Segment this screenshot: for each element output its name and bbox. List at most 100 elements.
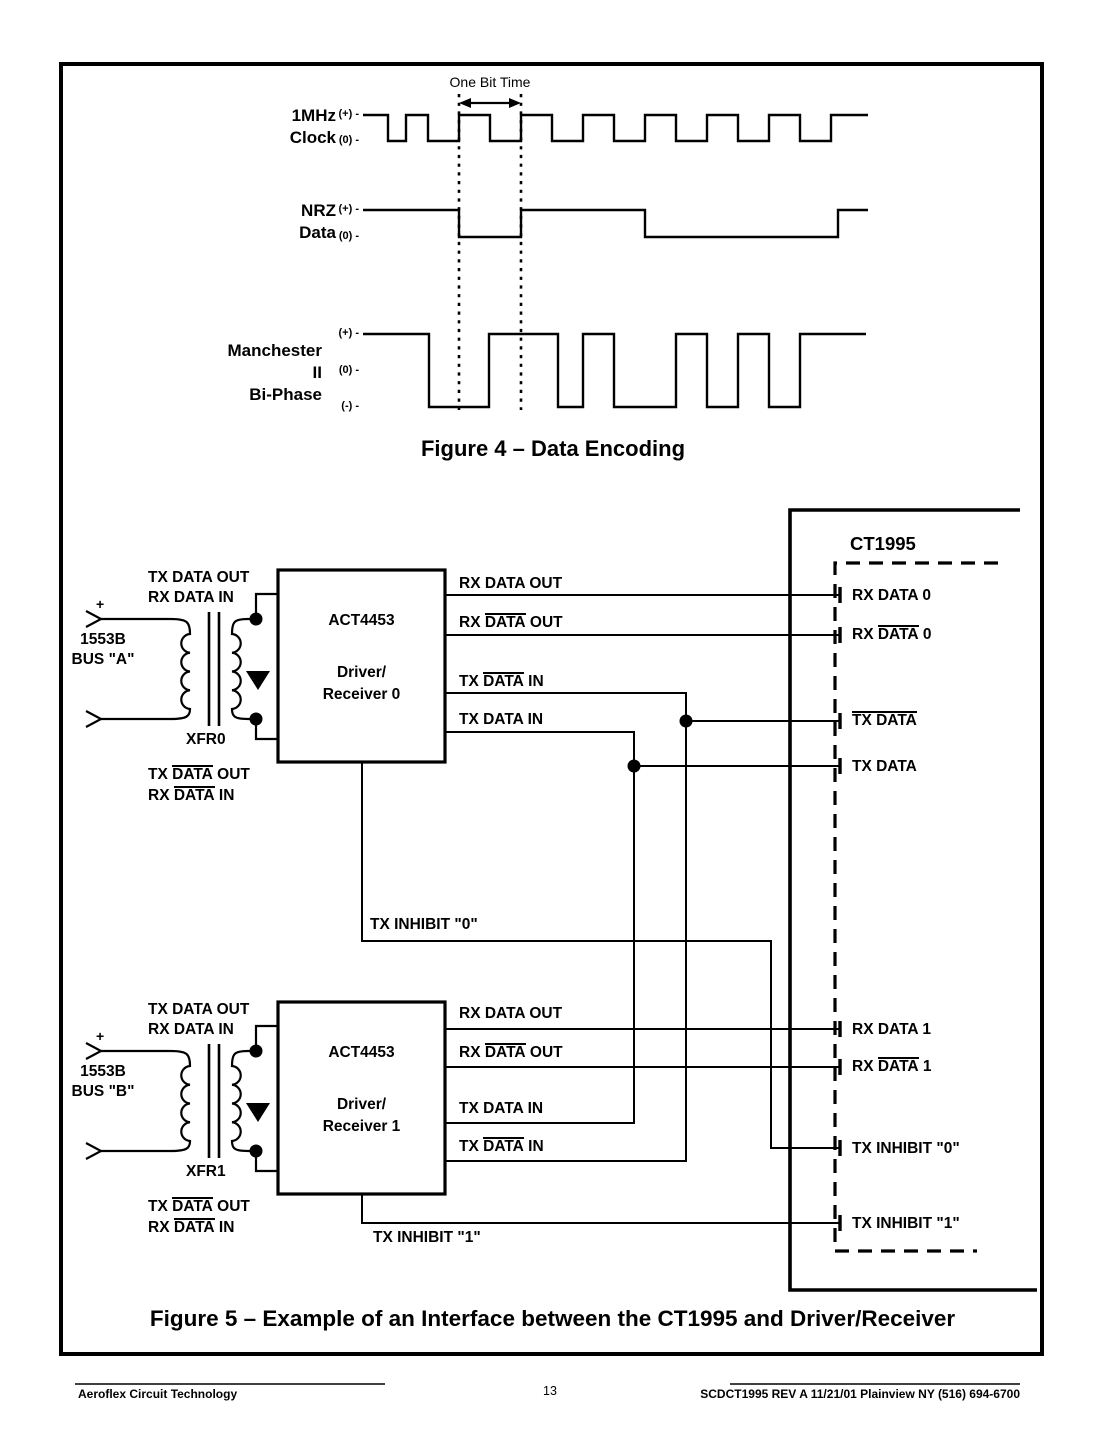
nrz-signal-name: NRZ (301, 201, 336, 220)
secondary-bottom-tap-b (254, 1151, 278, 1173)
xfr0-top-label-1: TX DATA OUT (148, 569, 250, 586)
manchester-signal-name: II (312, 363, 322, 382)
manchester-signal-name: Manchester (227, 341, 322, 360)
secondary-winding-b (230, 1049, 256, 1153)
manchester-level-minus: (-) - (341, 400, 359, 412)
wire-tx-inhibit-0 (361, 762, 840, 1149)
pin-rx-ndata-out-0: RX DATA OUT (459, 613, 563, 631)
one-bit-time-label: One Bit Time (449, 74, 531, 90)
secondary-top-tap-b (254, 1024, 278, 1051)
xfr1-top-label-2: RX DATA IN (148, 1021, 234, 1038)
junction-dot (249, 1144, 263, 1158)
polarity-arrow-b-icon (246, 1103, 270, 1122)
pin-tx-data-in-0: TX DATA IN (459, 711, 544, 728)
figure4-caption: Figure 4 – Data Encoding (420, 436, 686, 461)
ct1995-solid-boundary (788, 508, 1037, 1292)
nrz-signal-name: Data (299, 223, 336, 242)
act4453-0-role-2: Receiver 0 (322, 686, 401, 703)
figure4-annotations (457, 94, 523, 410)
tx-inhibit-1-wire-label: TX INHIBIT "1" (373, 1229, 481, 1246)
figure5-caption: Figure 5 – Example of an Interface betwe… (149, 1306, 956, 1331)
footer-company: Aeroflex Circuit Technology (78, 1387, 238, 1401)
manchester-signal-name: Bi-Phase (249, 385, 322, 404)
act4453-1-name: ACT4453 (328, 1044, 395, 1061)
clock-signal-name: Clock (289, 128, 336, 147)
act4453-1-role-2: Receiver 1 (322, 1118, 401, 1135)
clock-level-zero: (0) - (338, 134, 359, 146)
manchester-level-zero: (0) - (338, 364, 359, 376)
xfr0-top-label-2: RX DATA IN (148, 589, 234, 606)
wire-tx-inhibit-1 (361, 1194, 840, 1224)
bus-a-bottom-chevron-icon (85, 710, 104, 728)
pin-tx-data-in-1: TX DATA IN (459, 1100, 544, 1117)
bus-a-label-1: 1553B (80, 631, 126, 648)
wire-tx-ndata-in (445, 692, 687, 1162)
pin-rx-data-out-0: RX DATA OUT (459, 575, 563, 592)
act4453-1-role-1: Driver/ (336, 1096, 387, 1113)
secondary-top-tap-a (254, 592, 278, 619)
xfr1-bottom-label-1: TX DATA OUT (148, 1197, 250, 1215)
act4453-0-role-1: Driver/ (336, 664, 387, 681)
xfr1-top-label-1: TX DATA OUT (148, 1001, 250, 1018)
bus-a-label-2: BUS "A" (71, 651, 135, 668)
waveforms-group (363, 113, 868, 409)
pin-tx-ndata-in-1: TX DATA IN (459, 1137, 544, 1155)
clock-waveform (363, 113, 868, 143)
secondary-bottom-tap-a (254, 719, 278, 741)
junction-dot (679, 714, 693, 728)
bus-b-bottom-chevron-icon (85, 1142, 104, 1160)
core-lines-b (207, 1044, 221, 1158)
pin-rx-ndata-out-1: RX DATA OUT (459, 1043, 563, 1061)
ct-pin-rx-data-0: RX DATA 0 (852, 587, 931, 604)
footer-doc-ref: SCDCT1995 REV A 11/21/01 Plainview NY (5… (700, 1387, 1020, 1401)
ct-pin-tx-inhibit-0: TX INHIBIT "0" (852, 1140, 960, 1157)
xfr1-label: XFR1 (186, 1163, 226, 1180)
nrz-level-zero: (0) - (338, 230, 359, 242)
act4453-0-name: ACT4453 (328, 612, 395, 629)
bus-b-plus: + (96, 1028, 105, 1044)
xfr0-bottom-label-1: TX DATA OUT (148, 765, 250, 783)
pin-tx-ndata-in-0: TX DATA IN (459, 672, 544, 690)
manchester-waveform (363, 332, 866, 409)
bus-b-label-2: BUS "B" (71, 1083, 135, 1100)
secondary-winding-a (230, 617, 256, 721)
ct-pin-tx-data: TX DATA (852, 758, 917, 775)
transformer-b (85, 1024, 278, 1173)
clock-signal-name: 1MHz (291, 106, 336, 125)
transformer-a (85, 592, 278, 741)
junction-dot (627, 759, 641, 773)
footer-page-number: 13 (543, 1384, 557, 1398)
driver-receiver-0-wires (276, 568, 840, 1162)
manchester-level-plus: (+) - (338, 327, 359, 339)
wire-tx-data-in (445, 731, 635, 1124)
xfr0-label: XFR0 (186, 731, 226, 748)
xfr0-bottom-label-2: RX DATA IN (148, 786, 235, 804)
ct-pin-ntx-data: TX DATA (852, 711, 917, 729)
nrz-level-plus: (+) - (338, 203, 359, 215)
ct-pin-rx-data-1: RX DATA 1 (852, 1021, 931, 1038)
bus-b-top-chevron-icon (85, 1042, 104, 1060)
primary-winding-b (101, 1049, 192, 1153)
clock-level-plus: (+) - (338, 108, 359, 120)
nrz-waveform (363, 208, 868, 239)
ct1995-title: CT1995 (850, 533, 916, 554)
ct-pin-rx-ndata-1: RX DATA 1 (852, 1057, 932, 1075)
junction-dot (249, 1044, 263, 1058)
bus-a-plus: + (96, 596, 105, 612)
bus-a-top-chevron-icon (85, 610, 104, 628)
bus-b-label-1: 1553B (80, 1063, 126, 1080)
tx-inhibit-0-wire-label: TX INHIBIT "0" (370, 916, 478, 933)
one-bit-arrowhead-left (459, 98, 471, 108)
page-border (59, 62, 1044, 1356)
xfr1-bottom-label-2: RX DATA IN (148, 1218, 235, 1236)
junction-dot (249, 612, 263, 626)
pin-rx-data-out-1: RX DATA OUT (459, 1005, 563, 1022)
primary-winding-a (101, 617, 192, 721)
ct-pin-rx-ndata-0: RX DATA 0 (852, 625, 932, 643)
polarity-arrow-a-icon (246, 671, 270, 690)
junction-dot (249, 712, 263, 726)
core-lines-a (207, 612, 221, 726)
one-bit-arrowhead-right (509, 98, 521, 108)
